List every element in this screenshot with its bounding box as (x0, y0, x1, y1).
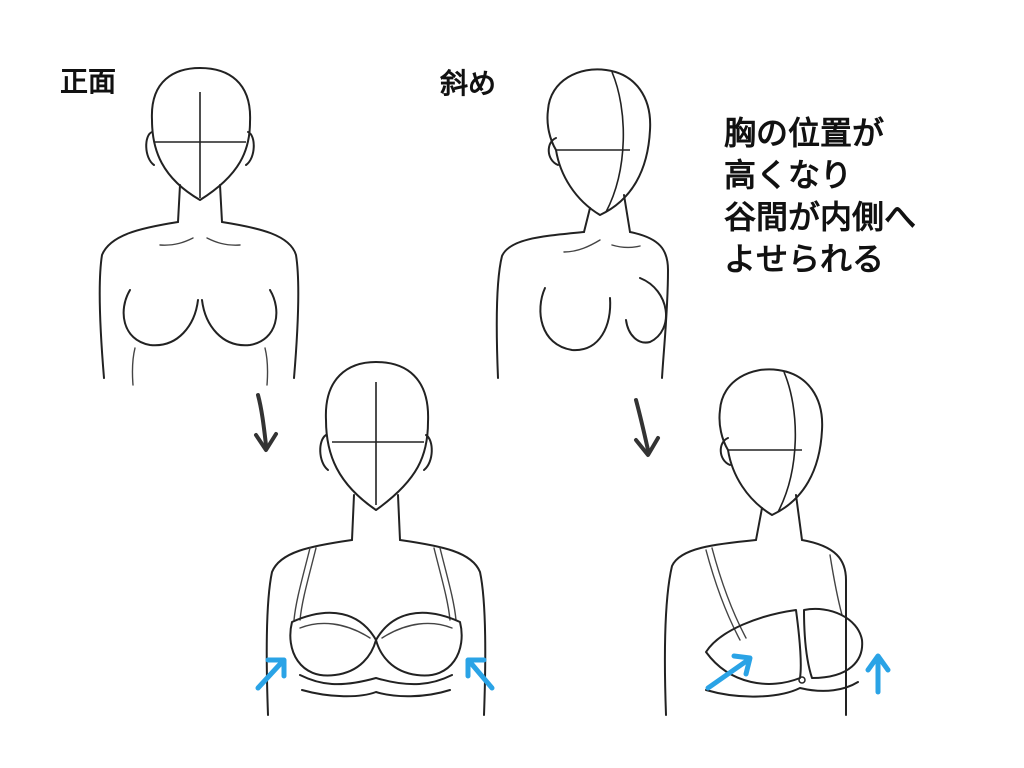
caption-line-2: 高くなり (724, 156, 853, 194)
explanation-caption: 胸の位置が 高くなり 谷間が内側へ よせられる (724, 112, 916, 280)
caption-line-3: 谷間が内側へ (724, 198, 917, 236)
oblique-view-label: 斜め (440, 67, 497, 100)
arrow-up-icon (865, 653, 891, 695)
oblique-figure-after (663, 368, 864, 716)
oblique-figure-before (495, 68, 669, 379)
arrow-down-icon (254, 393, 278, 452)
arrow-up-icon (465, 657, 495, 691)
arrow-up-icon (255, 657, 287, 691)
caption-line-1: 胸の位置が (724, 114, 885, 152)
arrow-down-icon (634, 398, 660, 457)
front-figure-before (98, 67, 300, 386)
arrow-up-icon (705, 653, 753, 691)
front-figure-after (265, 361, 487, 716)
caption-line-4: よせられる (724, 240, 885, 278)
front-view-label: 正面 (60, 65, 117, 98)
